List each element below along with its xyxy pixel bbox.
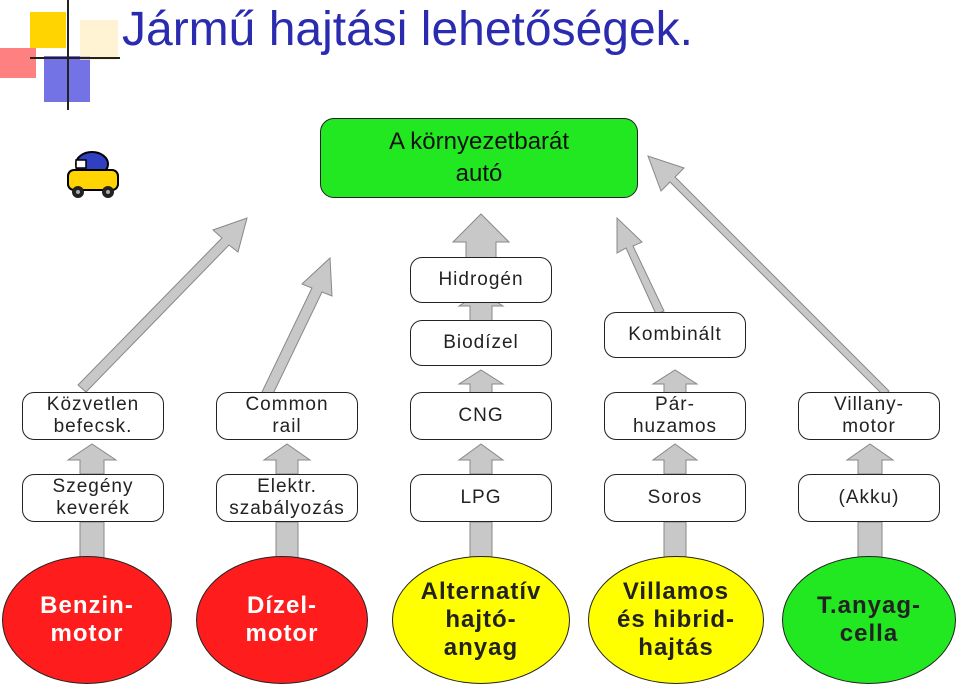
logo-yellow-square bbox=[30, 12, 66, 48]
corner-logo bbox=[0, 0, 120, 110]
box-battery: (Akku) bbox=[798, 474, 940, 522]
ellipse-petrol-engine: Benzin- motor bbox=[2, 556, 172, 684]
logo-pale-square bbox=[80, 20, 118, 60]
box-hydrogen: Hidrogén bbox=[410, 257, 552, 303]
ellipse-diesel-engine: Dízel- motor bbox=[196, 556, 368, 684]
arrow-battery bbox=[845, 443, 895, 475]
stem-electric bbox=[663, 521, 687, 559]
box-combined: Kombinált bbox=[604, 312, 746, 358]
box-biodiesel: Biodízel bbox=[410, 320, 552, 366]
arrow-lpg bbox=[457, 443, 505, 475]
arrow-electronic bbox=[262, 443, 312, 475]
box-serial: Soros bbox=[604, 474, 746, 522]
stem-diesel bbox=[275, 521, 299, 559]
goal-box: A környezetbarát autó bbox=[320, 118, 638, 198]
box-cng: CNG bbox=[410, 392, 552, 440]
logo-red-square bbox=[0, 48, 36, 78]
box-direct-injection: Közvetlen befecsk. bbox=[22, 392, 164, 440]
box-lpg: LPG bbox=[410, 474, 552, 522]
box-common-rail: Common rail bbox=[216, 392, 358, 440]
stem-alt bbox=[469, 521, 493, 559]
arrow-combined bbox=[616, 216, 665, 315]
arrow-right-long bbox=[647, 155, 890, 397]
arrow-hydrogen bbox=[451, 213, 511, 263]
box-lean-mixture: Szegény keverék bbox=[22, 474, 164, 522]
page-title: Jármű hajtási lehetőségek. bbox=[122, 3, 693, 56]
ellipse-alternative-fuel: Alternatív hajtó- anyag bbox=[392, 556, 570, 684]
ellipse-fuel-cell: T.anyag- cella bbox=[782, 556, 956, 684]
arrow-serial bbox=[651, 443, 699, 475]
box-electric-motor: Villany- motor bbox=[798, 392, 940, 440]
arrow-left-long bbox=[77, 217, 248, 393]
ellipse-electric-hybrid: Villamos és hibrid- hajtás bbox=[588, 556, 764, 684]
arrow-commonrail bbox=[261, 256, 333, 397]
box-electronic-control: Elektr. szabályozás bbox=[216, 474, 358, 522]
box-parallel: Pár- huzamos bbox=[604, 392, 746, 440]
arrow-lean bbox=[66, 443, 118, 475]
stem-petrol bbox=[79, 521, 105, 559]
stem-fuelcell bbox=[857, 521, 883, 559]
cartoon-car-icon bbox=[67, 151, 119, 198]
